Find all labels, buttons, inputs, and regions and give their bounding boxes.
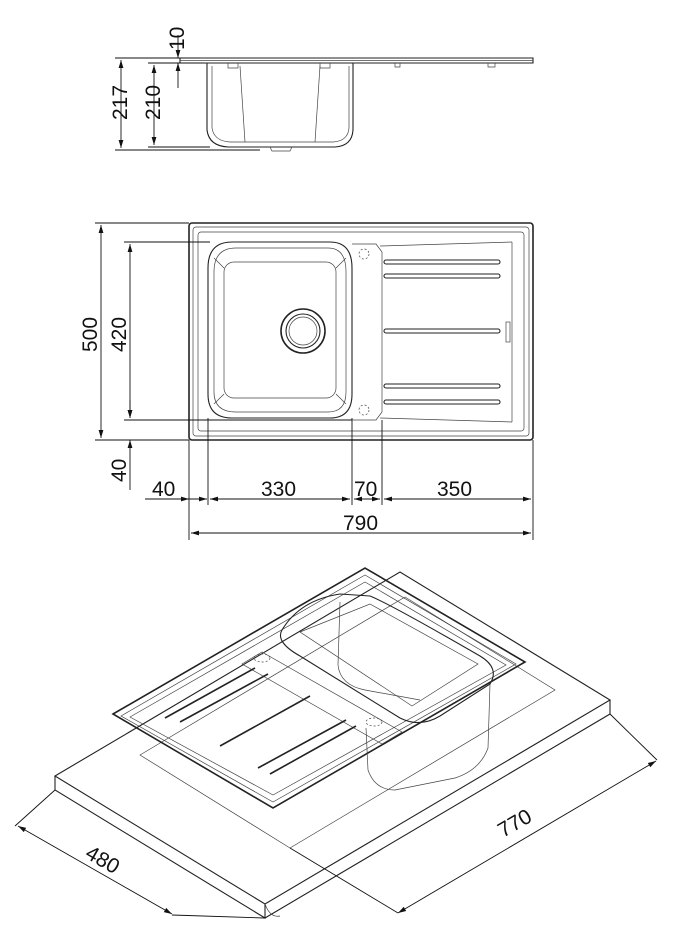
dim-total-width: 500	[79, 317, 102, 352]
side-view: 10 217 210	[109, 27, 534, 152]
dim-center-strip: 70	[354, 478, 377, 501]
dim-left-margin: 40	[152, 478, 175, 501]
dim-bottom-margin: 40	[108, 459, 131, 482]
dim-bowl-depth: 210	[142, 85, 165, 120]
dim-cutout-width: 480	[82, 841, 124, 878]
dim-drainer-length: 350	[437, 478, 472, 501]
dim-total-depth: 217	[109, 85, 132, 120]
dim-total-length: 790	[343, 512, 378, 535]
top-view: 500 420 40 40 330 70 350 790	[79, 222, 534, 540]
dim-rim-thickness: 10	[166, 27, 189, 50]
dim-cutout-length: 770	[494, 805, 536, 842]
dim-bowl-width: 420	[108, 317, 131, 352]
dim-bowl-length: 330	[261, 478, 296, 501]
iso-view: 480 770	[14, 567, 658, 919]
